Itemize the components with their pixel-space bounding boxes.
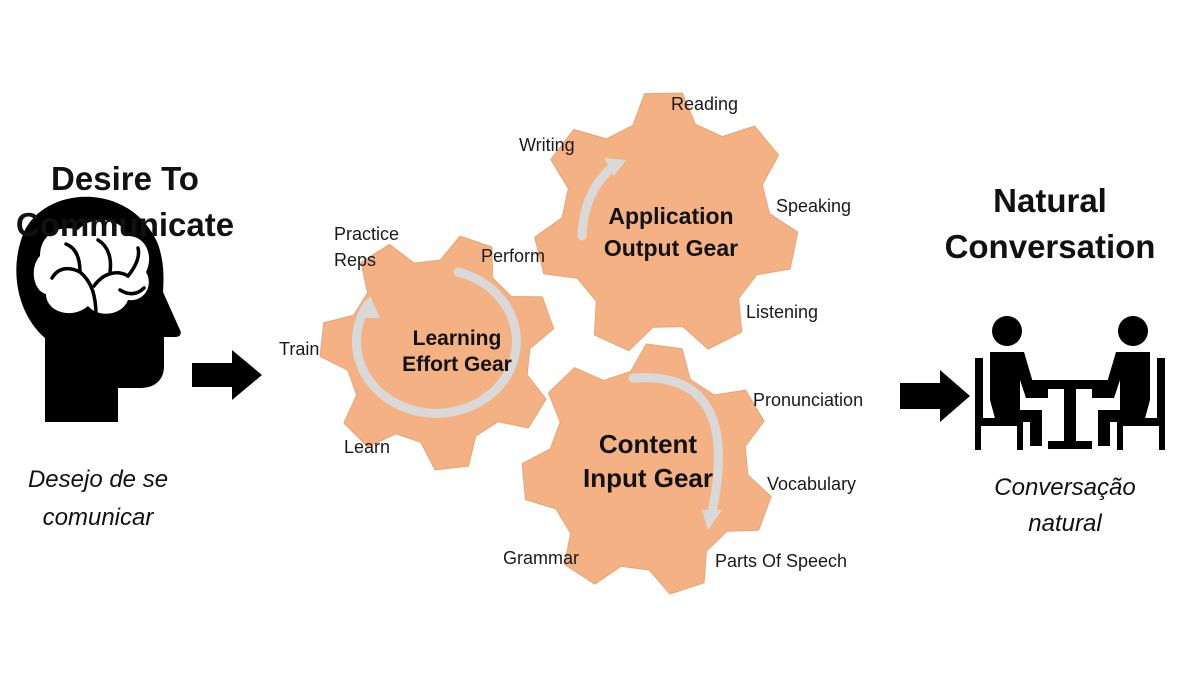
label-writing: Writing bbox=[519, 135, 575, 155]
label-reps: Reps bbox=[334, 250, 377, 270]
content-rotation-arrow-icon bbox=[628, 373, 723, 517]
label-grammar: Grammar bbox=[503, 548, 579, 568]
label-parts-of-speech: Parts Of Speech bbox=[715, 551, 848, 571]
label-practice: Practice bbox=[334, 224, 400, 244]
label-reading: Reading bbox=[671, 94, 739, 114]
label-listening: Listening bbox=[746, 302, 819, 322]
desire-subtitle-line2: comunicar bbox=[42, 504, 154, 531]
natural-subtitle-line2: natural bbox=[1028, 510, 1102, 537]
desire-title-line2: Communicate bbox=[15, 206, 235, 243]
natural-title-line2: Conversation bbox=[944, 228, 1156, 265]
two-people-at-table-icon bbox=[975, 316, 1165, 450]
content-rotation-arrowhead-icon bbox=[702, 510, 722, 530]
label-speaking: Speaking bbox=[776, 196, 852, 216]
learning-rotation-arrowhead-icon bbox=[357, 296, 380, 318]
brain-head-icon bbox=[16, 196, 181, 422]
learning-gear-title-line2: Effort Gear bbox=[402, 353, 512, 376]
application-gear-title-line2: Output Gear bbox=[603, 235, 739, 261]
content-gear-title-line2: Input Gear bbox=[582, 463, 713, 493]
right-arrow-icon bbox=[192, 350, 262, 400]
learning-rotation-arrow-icon bbox=[351, 267, 521, 418]
label-perform: Perform bbox=[481, 246, 546, 266]
natural-title-line1: Natural bbox=[993, 182, 1107, 219]
desire-subtitle-line1: Desejo de se bbox=[27, 466, 169, 493]
application-rotation-arrowhead-icon bbox=[604, 158, 626, 176]
application-rotation-arrow-icon bbox=[577, 161, 619, 241]
label-train: Train bbox=[279, 339, 320, 359]
desire-title-line1: Desire To bbox=[51, 160, 199, 197]
application-gear-title-line1: Application bbox=[608, 203, 734, 229]
label-learn: Learn bbox=[344, 437, 391, 457]
learning-gear-title-line1: Learning bbox=[412, 327, 502, 350]
application-output-gear bbox=[534, 92, 799, 352]
natural-subtitle-line1: Conversação bbox=[994, 474, 1136, 501]
label-vocabulary: Vocabulary bbox=[767, 474, 857, 494]
label-pronunciation: Pronunciation bbox=[753, 390, 864, 410]
right-arrow-icon bbox=[900, 370, 970, 422]
content-gear-title-line1: Content bbox=[598, 429, 698, 459]
